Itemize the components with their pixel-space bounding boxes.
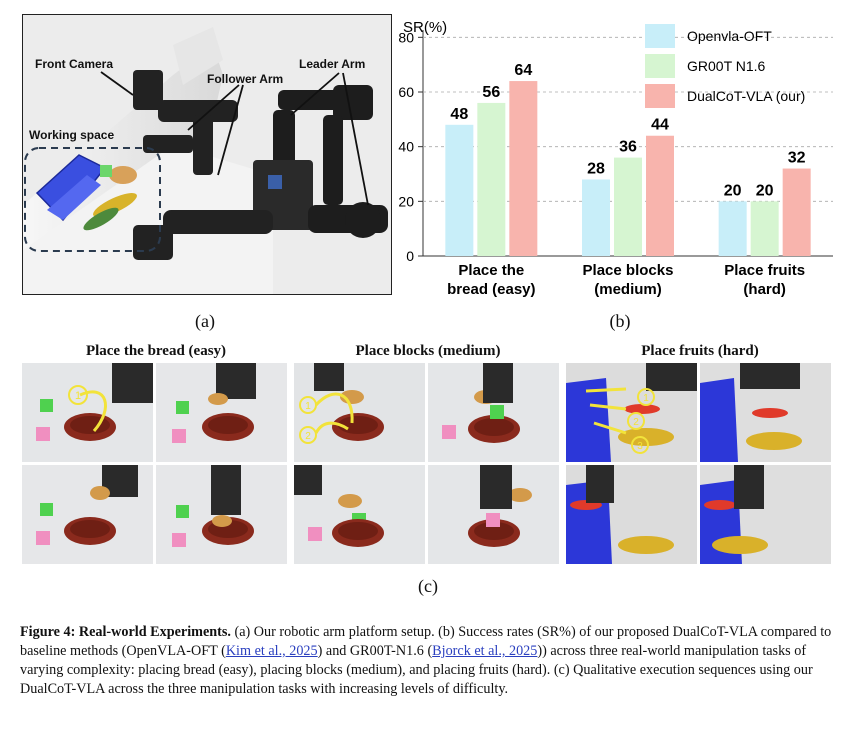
bar-value-label: 20 bbox=[724, 182, 742, 199]
y-axis-label: SR(%) bbox=[403, 19, 447, 36]
blocks-frame-4 bbox=[428, 465, 559, 564]
panel-a-caption: (a) bbox=[195, 311, 215, 331]
x-tick-label: Place the bbox=[458, 262, 524, 279]
bar-value-label: 48 bbox=[450, 106, 468, 123]
fruits-step-3: 3 bbox=[637, 441, 643, 452]
x-tick-label: bread (easy) bbox=[447, 281, 535, 298]
bread-frame-4 bbox=[156, 465, 287, 564]
bar bbox=[582, 179, 610, 256]
y-tick-label: 0 bbox=[406, 248, 414, 264]
caption-text-2: ) and GR00T-N1.6 ( bbox=[317, 643, 433, 659]
fruits-step-1: 1 bbox=[643, 393, 649, 404]
fruits-frame-1: 1 2 3 bbox=[566, 363, 697, 462]
bar bbox=[782, 168, 811, 256]
bread-frame-3 bbox=[22, 465, 153, 564]
task-title-fruits: Place fruits (hard) bbox=[641, 343, 759, 359]
citation-link-bjorck[interactable]: Bjorck et al., 2025 bbox=[432, 643, 538, 659]
task-title-bread: Place the bread (easy) bbox=[85, 343, 227, 359]
x-tick-label: (hard) bbox=[743, 281, 786, 298]
bar bbox=[445, 124, 474, 256]
fruits-frame-4 bbox=[700, 465, 831, 564]
bar-value-label: 44 bbox=[651, 117, 669, 134]
fruits-frame-3 bbox=[566, 465, 697, 564]
bar-value-label: 56 bbox=[482, 84, 500, 101]
legend-swatch bbox=[645, 54, 675, 78]
bar bbox=[718, 201, 747, 256]
robot-setup-illustration bbox=[23, 15, 391, 294]
bar-value-label: 20 bbox=[756, 182, 774, 199]
bar bbox=[750, 201, 779, 256]
label-working-space: Working space bbox=[29, 128, 115, 142]
caption-lead: Figure 4: Real-world Experiments. bbox=[20, 624, 231, 640]
y-tick-label: 40 bbox=[398, 139, 414, 155]
bar-value-label: 32 bbox=[788, 150, 806, 167]
bread-frame-2 bbox=[156, 363, 287, 462]
bar bbox=[509, 81, 538, 256]
panel-b-caption: (b) bbox=[609, 311, 631, 331]
figure-caption: Figure 4: Real-world Experiments. (a) Ou… bbox=[20, 623, 848, 699]
legend-swatch bbox=[645, 84, 675, 108]
bar-value-label: 28 bbox=[587, 160, 605, 177]
label-leader-arm: Leader Arm bbox=[299, 57, 366, 71]
bar bbox=[477, 102, 506, 256]
bread-step-1: 1 bbox=[75, 390, 81, 402]
legend-swatch bbox=[645, 24, 675, 48]
caption-text-1: (a) Our robotic arm platform setup. (b) … bbox=[20, 624, 832, 659]
y-tick-label: 60 bbox=[398, 84, 414, 100]
bread-frame-1: 1 bbox=[22, 363, 153, 462]
blocks-frame-2 bbox=[428, 363, 559, 462]
x-tick-label: Place fruits bbox=[724, 262, 805, 279]
blocks-step-1: 1 bbox=[305, 401, 311, 412]
robot-setup-photo: Front Camera Follower Arm Leader Arm Wor… bbox=[22, 14, 392, 295]
x-tick-label: (medium) bbox=[594, 281, 662, 298]
caption-text-3: )) across three real-world manipulation … bbox=[20, 643, 813, 697]
panel-c-caption: (c) bbox=[418, 576, 438, 596]
label-follower-arm: Follower Arm bbox=[207, 72, 284, 86]
citation-link-kim[interactable]: Kim et al., 2025 bbox=[225, 643, 318, 659]
bar bbox=[646, 135, 674, 256]
fruits-frame-2 bbox=[700, 363, 831, 462]
legend-label: GR00T N1.6 bbox=[687, 58, 766, 74]
bar bbox=[614, 157, 642, 256]
legend-label: DualCoT-VLA (our) bbox=[687, 88, 805, 104]
x-tick-label: Place blocks bbox=[583, 262, 674, 279]
blocks-frame-1: 1 2 bbox=[294, 363, 425, 462]
bar-value-label: 64 bbox=[514, 62, 532, 79]
y-tick-label: 80 bbox=[398, 29, 414, 45]
blocks-frame-3 bbox=[294, 465, 425, 564]
fruits-step-2: 2 bbox=[633, 417, 639, 428]
bar-value-label: 36 bbox=[619, 139, 637, 156]
task-title-blocks: Place blocks (medium) bbox=[355, 343, 501, 359]
legend-label: Openvla-OFT bbox=[687, 28, 772, 44]
y-tick-label: 20 bbox=[398, 193, 414, 209]
label-front-camera: Front Camera bbox=[35, 57, 114, 71]
blocks-step-2: 2 bbox=[305, 431, 311, 442]
